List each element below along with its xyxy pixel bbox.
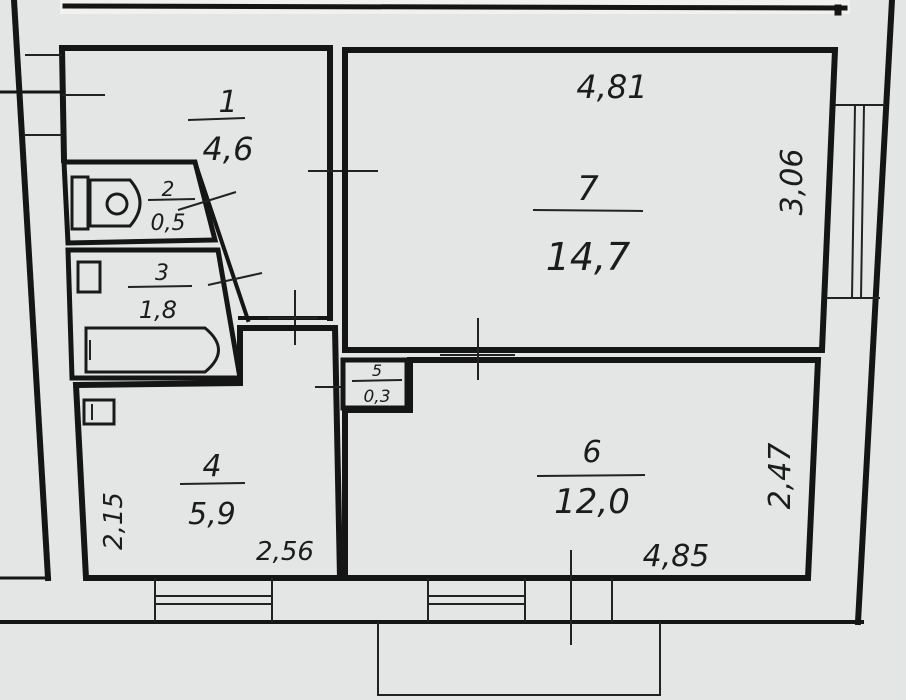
- fraction-bar-3: [127, 285, 193, 288]
- room-3-number: 3: [155, 261, 169, 286]
- room-2-walls: [61, 159, 219, 246]
- fraction-bar-5: [351, 379, 403, 382]
- room-4-number: 4: [202, 449, 221, 484]
- room-5-number: 5: [372, 361, 382, 380]
- fraction-bar-4: [179, 482, 246, 485]
- room-7-number: 7: [577, 169, 599, 209]
- room-1-left-wall: [58, 44, 68, 164]
- room-2-area: 0,5: [151, 211, 186, 236]
- door-2: [177, 191, 237, 211]
- room-4-walls: [72, 325, 344, 581]
- toilet-tank: [70, 175, 90, 231]
- room-7-depth: 3,06: [775, 149, 810, 216]
- window-room-7: [826, 104, 885, 299]
- room-7-walls: [342, 47, 839, 353]
- toilet-seat: [105, 192, 129, 216]
- outer-walls: [0, 0, 896, 626]
- room-6-depth: 2,47: [763, 443, 798, 510]
- fraction-bar-6: [536, 474, 646, 477]
- room-1-area: 4,6: [203, 130, 254, 168]
- bathtub: [84, 326, 220, 374]
- corridor: [238, 290, 332, 345]
- room-3-area: 1,8: [139, 296, 177, 324]
- room-2: [61, 159, 251, 323]
- diagonal-partition: [192, 159, 251, 323]
- room-4-depth: 2,15: [99, 492, 129, 550]
- room-7: [342, 47, 885, 380]
- fraction-bar-2: [147, 198, 196, 201]
- stove: [82, 398, 116, 426]
- left-outer-wall: [10, 0, 52, 582]
- room-7-width: 4,81: [576, 68, 647, 106]
- balcony: [377, 622, 661, 696]
- door-3: [207, 272, 263, 286]
- room-labels: 1 4,6 2 0,5 3 1,8 4 5,9 5 0,3 6 12,0 7 1…: [139, 85, 630, 532]
- room-2-number: 2: [162, 177, 175, 201]
- fraction-bar-7: [532, 209, 644, 212]
- room-4-width: 2,56: [256, 537, 314, 567]
- toilet-bowl: [88, 178, 142, 228]
- room-6-width: 4,85: [643, 539, 710, 574]
- sink: [76, 260, 102, 294]
- room-1-walls: [59, 45, 333, 321]
- room-4-area: 5,9: [188, 497, 236, 532]
- fraction-bars: [127, 117, 646, 485]
- room-1: [25, 44, 378, 321]
- room-5-area: 0,3: [363, 387, 390, 407]
- room-6-walls: [342, 357, 822, 581]
- window-room-6: [427, 578, 613, 622]
- room-6-area: 12,0: [554, 482, 630, 522]
- window-room-4: [154, 578, 273, 622]
- right-outer-wall: [854, 0, 896, 626]
- room-6-number: 6: [582, 435, 601, 470]
- room-6: [342, 357, 822, 696]
- room-7-area: 14,7: [546, 235, 631, 279]
- dimension-labels: 4,81 3,06 4,85 2,47 2,56 2,15: [99, 68, 810, 574]
- room-4: [72, 325, 345, 622]
- room-1-number: 1: [218, 85, 237, 120]
- top-wall-line: [62, 3, 848, 11]
- fraction-bar-1: [187, 117, 246, 121]
